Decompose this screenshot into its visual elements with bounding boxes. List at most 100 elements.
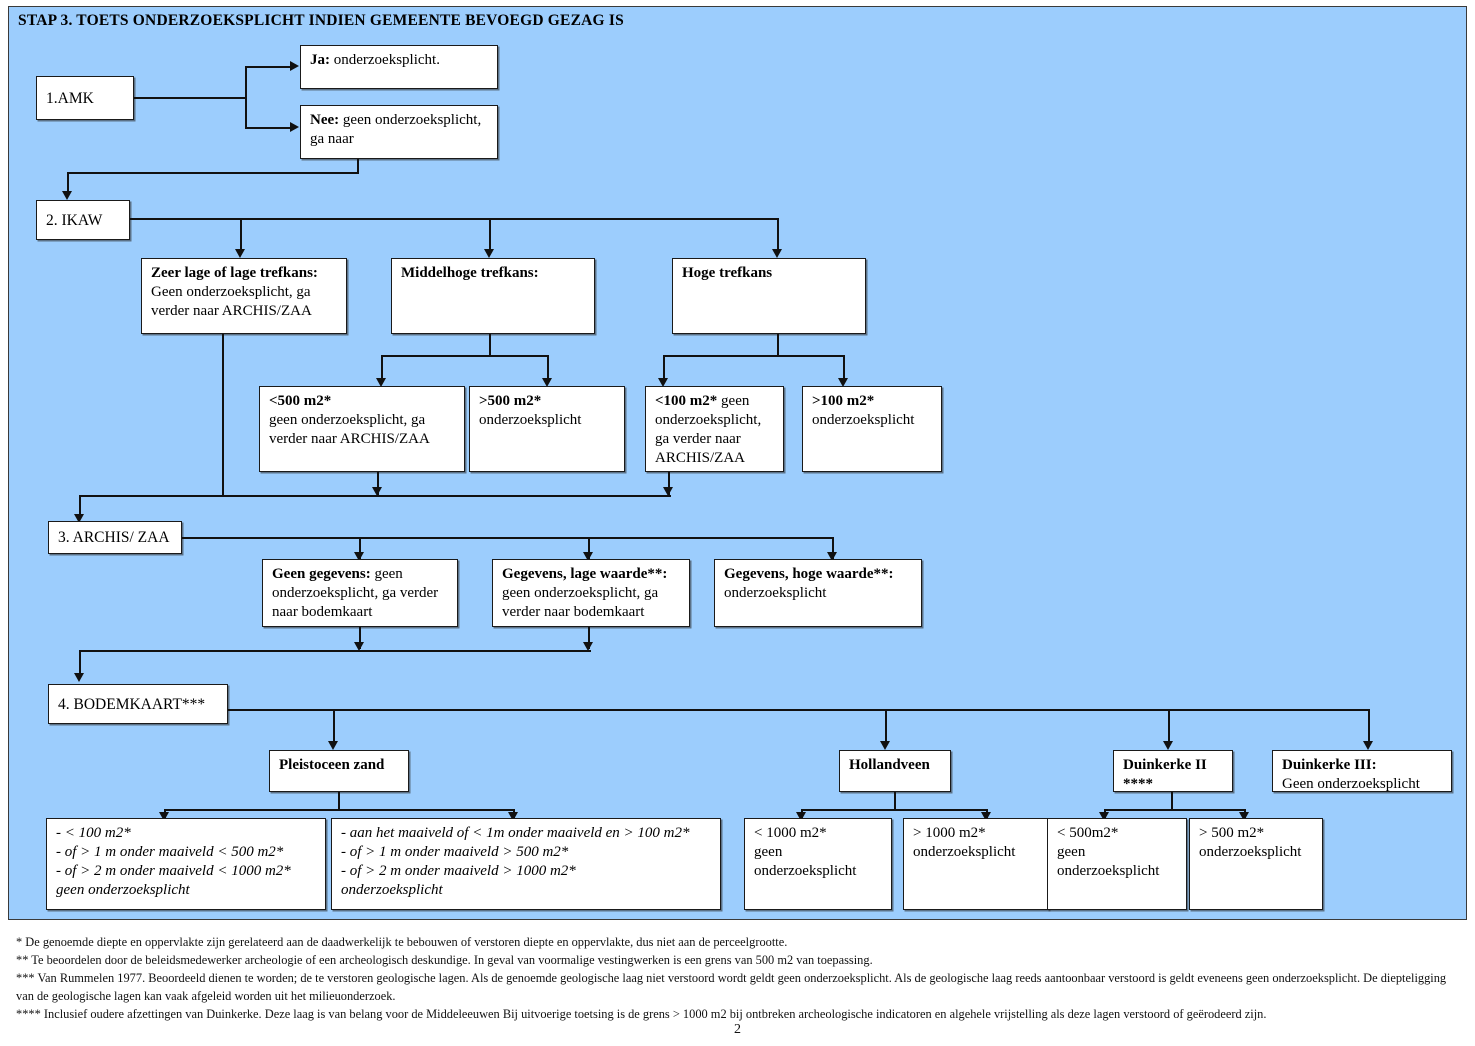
node-trefkans-laag-text: Geen onderzoeksplicht, ga verder naar AR… — [151, 283, 312, 319]
leaf-line: - of > 2 m onder maaiveld > 1000 m2* — [341, 862, 576, 879]
connector-middel-stem — [489, 334, 491, 356]
node-duinkerke-iii-text: Geen onderzoeksplicht — [1282, 775, 1420, 792]
node-lt500[interactable]: <500 m2* geen onderzoeksplicht, ga verde… — [259, 386, 465, 472]
footnote-3: *** Van Rummelen 1977. Beoordeeld dienen… — [16, 970, 1447, 1003]
node-bodemkaart[interactable]: 4. BODEMKAART*** — [48, 684, 228, 724]
arrow-middel-l — [376, 378, 386, 387]
connector-amk-ja — [245, 66, 291, 68]
arrow-middel-r — [542, 378, 552, 387]
connector-nee-to-ikaw — [67, 172, 69, 193]
node-trefkans-middel[interactable]: Middelhoge trefkans: — [391, 258, 595, 334]
node-amk-ja-text: onderzoeksplicht. — [330, 52, 440, 68]
node-pleistoceen-plicht[interactable]: - aan het maaiveld of < 1m onder maaivel… — [331, 818, 721, 910]
node-hollandveen[interactable]: Hollandveen — [839, 750, 951, 792]
node-archis-label: 3. ARCHIS/ ZAA — [58, 529, 170, 547]
connector-hollandveen-stem — [894, 792, 896, 810]
leaf-line: - of > 2 m onder maaiveld < 1000 m2* — [56, 862, 291, 879]
node-gt100-lead: >100 m2* — [812, 393, 875, 409]
connector-hoog-l — [663, 355, 665, 380]
node-gt500-lead: >500 m2* — [479, 393, 542, 409]
node-gt100[interactable]: >100 m2* onderzoeksplicht — [802, 386, 942, 472]
node-duinkerke-lt500[interactable]: < 500m2* geen onderzoeksplicht — [1047, 818, 1187, 910]
leaf-text: onderzoeksplicht — [913, 843, 1016, 860]
node-hollandveen-lead: Hollandveen — [849, 757, 930, 773]
node-trefkans-hoog-lead: Hoge trefkans — [682, 265, 773, 281]
node-gt500[interactable]: >500 m2* onderzoeksplicht — [469, 386, 625, 472]
node-ikaw[interactable]: 2. IKAW — [36, 200, 130, 240]
arrow-bodem-d1 — [328, 741, 338, 750]
node-amk-label: 1.AMK — [46, 89, 94, 107]
node-duinkerke-iii[interactable]: Duinkerke III: Geen onderzoeksplicht — [1272, 750, 1452, 792]
connector-lt100-down — [668, 472, 670, 496]
node-duinkerke-ii[interactable]: Duinkerke II **** — [1113, 750, 1233, 792]
connector-hoog-stem — [777, 334, 779, 356]
leaf-line: geen onderzoeksplicht — [56, 881, 190, 898]
node-lt500-text: geen onderzoeksplicht, ga verder naar AR… — [269, 411, 430, 447]
arrow-amk-ja — [290, 61, 299, 71]
node-trefkans-middel-lead: Middelhoge trefkans: — [401, 265, 539, 281]
node-gt100-text: onderzoeksplicht — [812, 411, 915, 428]
arrow-geengegevens-down — [354, 642, 364, 651]
node-bodemkaart-label: 4. BODEMKAART*** — [58, 695, 206, 713]
arrow-to-bodemkaart — [74, 673, 84, 682]
connector-amk-stem — [134, 97, 246, 99]
connector-bodem-d4 — [1368, 709, 1370, 743]
node-geen-gegevens[interactable]: Geen gegevens: geen onderzoeksplicht, ga… — [262, 559, 458, 627]
arrow-pleistoceen-r — [508, 812, 518, 821]
node-hollandveen-lt1000[interactable]: < 1000 m2* geen onderzoeksplicht — [744, 818, 892, 910]
node-pleistoceen-geen[interactable]: - < 100 m2* - of > 1 m onder maaiveld < … — [46, 818, 326, 910]
connector-bodem-d1 — [333, 709, 335, 743]
connector-geengegevens-down — [359, 627, 361, 649]
node-geen-gegevens-lead: Geen gegevens: — [272, 566, 371, 582]
leaf-lead: > 1000 m2* — [913, 825, 986, 841]
arrow-lt100-down — [663, 487, 673, 496]
leaf-line: - < 100 m2* — [56, 825, 131, 841]
node-lt500-lead: <500 m2* — [269, 393, 332, 409]
node-trefkans-laag-lead: Zeer lage of lage trefkans: — [151, 265, 318, 281]
node-amk-nee-text: geen onderzoeksplicht, ga naar — [310, 112, 482, 147]
node-pleistoceen-zand[interactable]: Pleistoceen zand — [269, 750, 409, 792]
page-title: STAP 3. TOETS ONDERZOEKSPLICHT INDIEN GE… — [18, 12, 624, 29]
arrow-hollandveen-r — [981, 812, 991, 821]
connector-amk-split — [245, 66, 247, 128]
node-lt100[interactable]: <100 m2* geen onderzoeksplicht, ga verde… — [645, 386, 784, 472]
node-duinkerke-iii-lead: Duinkerke III: — [1282, 757, 1377, 773]
connector-middel-bus — [381, 355, 549, 357]
arrow-amk-nee — [290, 122, 299, 132]
leaf-text: onderzoeksplicht — [1199, 843, 1302, 860]
node-amk-nee[interactable]: Nee: geen onderzoeksplicht, ga naar — [300, 105, 498, 159]
node-hollandveen-gt1000[interactable]: > 1000 m2* onderzoeksplicht — [903, 818, 1049, 910]
connector-bodem-bus — [228, 709, 1369, 711]
node-gegevens-lage-lead: Gegevens, lage waarde**: — [502, 566, 668, 582]
arrow-duinkerke-l — [1099, 812, 1109, 821]
node-gegevens-hoge-lead: Gegevens, hoge waarde**: — [724, 566, 894, 582]
node-gt500-text: onderzoeksplicht — [479, 411, 582, 428]
node-amk-ja[interactable]: Ja: onderzoeksplicht. — [300, 45, 498, 89]
arrow-hoog-l — [658, 378, 668, 387]
connector-hoog-r — [843, 355, 845, 380]
node-geen-gegevens-text: geen onderzoeksplicht, ga verder naar bo… — [272, 566, 439, 620]
node-gegevens-lage[interactable]: Gegevens, lage waarde**: geen onderzoeks… — [492, 559, 690, 627]
node-gegevens-lage-text: geen onderzoeksplicht, ga verder naar bo… — [502, 584, 659, 620]
node-trefkans-laag[interactable]: Zeer lage of lage trefkans: Geen onderzo… — [141, 258, 347, 334]
connector-bodem-d3 — [1168, 709, 1170, 743]
connector-pleistoceen-bus — [164, 809, 514, 811]
arrow-gegevenslage-down — [583, 642, 593, 651]
node-lt100-lead: <100 m2* — [655, 393, 718, 409]
connector-ikaw-d1 — [240, 218, 242, 251]
node-lt100-text: geen onderzoeksplicht, ga verder naar AR… — [655, 393, 762, 466]
node-trefkans-hoog[interactable]: Hoge trefkans — [672, 258, 866, 334]
connector-ikaw-bus — [130, 218, 778, 220]
node-amk-nee-lead: Nee: — [310, 112, 340, 128]
node-archis[interactable]: 3. ARCHIS/ ZAA — [48, 521, 182, 554]
arrow-bodem-d4 — [1363, 741, 1373, 750]
arrow-hoog-r — [838, 378, 848, 387]
node-amk[interactable]: 1.AMK — [36, 76, 134, 120]
node-gegevens-hoge[interactable]: Gegevens, hoge waarde**: onderzoeksplich… — [714, 559, 922, 627]
connector-archis-d3 — [832, 537, 834, 559]
connector-archis-d1 — [359, 537, 361, 559]
arrow-to-archis — [74, 514, 84, 523]
node-duinkerke-gt500[interactable]: > 500 m2* onderzoeksplicht — [1189, 818, 1323, 910]
footnote-1: * De genoemde diepte en oppervlakte zijn… — [16, 935, 788, 949]
